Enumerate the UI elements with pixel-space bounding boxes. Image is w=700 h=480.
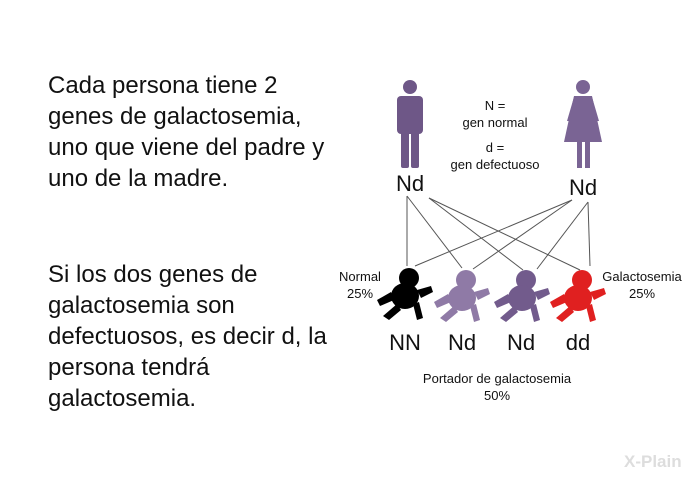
mother-genes: Nd <box>568 175 598 200</box>
child-genes-2: Nd <box>447 330 477 355</box>
baby-icons <box>377 268 606 322</box>
legend-d: d =gen defectuoso <box>450 140 540 172</box>
child-genes-3: Nd <box>506 330 536 355</box>
baby-icon-nn <box>377 268 433 320</box>
baby-icon-dd <box>550 270 606 322</box>
legend-n: N =gen normal <box>462 98 528 130</box>
child-genes-4: dd <box>565 330 591 355</box>
mother-icon <box>564 80 602 168</box>
baby-icon-nd-2 <box>494 270 550 322</box>
baby-icon-nd-1 <box>434 270 490 322</box>
explanation-paragraph: Si los dos genes de galactosemia son def… <box>48 261 327 412</box>
inheritance-lines <box>406 195 591 271</box>
father-genes: Nd <box>395 171 425 196</box>
intro-paragraph: Cada persona tiene 2 genes de galactosem… <box>48 72 325 192</box>
xplain-logo: X-Plain <box>624 452 682 471</box>
child-genes-1: NN <box>389 330 421 355</box>
father-icon <box>397 80 423 168</box>
